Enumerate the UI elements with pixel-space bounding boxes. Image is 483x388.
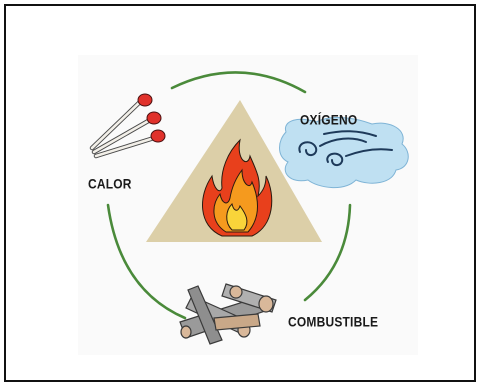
label-oxygen: OXÍGENO bbox=[300, 112, 357, 128]
label-heat: CALOR bbox=[88, 176, 132, 192]
label-fuel: COMBUSTIBLE bbox=[288, 314, 378, 330]
